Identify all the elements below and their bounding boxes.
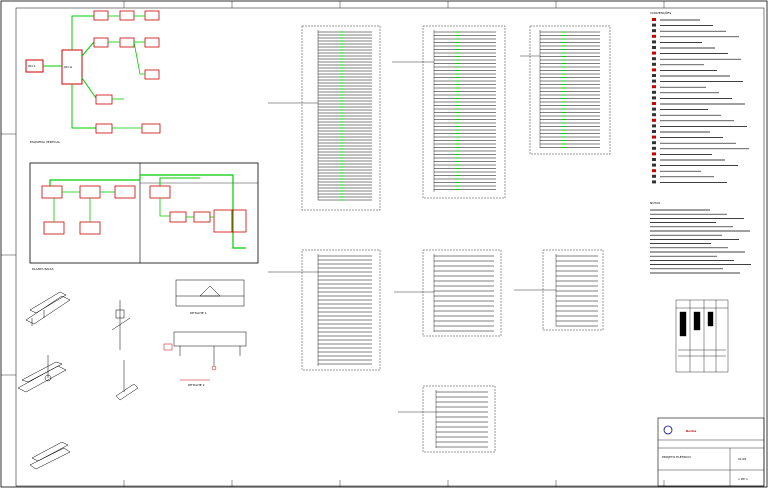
company-logo-icon [663, 425, 673, 435]
main-box-label: QD-G [64, 65, 73, 69]
legend-rows [652, 18, 749, 184]
note-rows [650, 209, 751, 274]
legend: CONVENÇÕES [650, 10, 749, 184]
plan-title: PLANTA BAIXA [32, 267, 55, 271]
notes: NOTAS [650, 201, 751, 274]
sheet-inner-border [15, 7, 765, 487]
project-title: PROJETO ELÉTRICO [662, 454, 692, 459]
notes-title: NOTAS [650, 201, 660, 205]
left-box-label: QD-1 [28, 64, 36, 68]
floor-plan: PLANTA BAIXA [29, 162, 259, 271]
company-name: Rocha [686, 429, 696, 433]
zone-ticks [1, 1, 665, 487]
detail-2-label: DETALHE 2 [188, 383, 205, 387]
title-block: Rocha PROJETO ELÉTRICO 01/01 1 DE 1 [657, 417, 765, 487]
cable-table [675, 299, 729, 373]
detail-1-label: DETALHE 1 [190, 311, 207, 315]
riser-diagram: QD-G QD-1 ESQUEMA VERTICAL [25, 10, 161, 144]
detail-drawings [17, 279, 247, 470]
legend-title: CONVENÇÕES [650, 10, 671, 15]
panel-schedules [268, 25, 611, 453]
circuit-lines [318, 31, 600, 448]
sheet-number: 01/01 [738, 457, 747, 461]
riser-title: ESQUEMA VERTICAL [30, 140, 61, 144]
sheet-id: 1 DE 1 [738, 477, 748, 481]
